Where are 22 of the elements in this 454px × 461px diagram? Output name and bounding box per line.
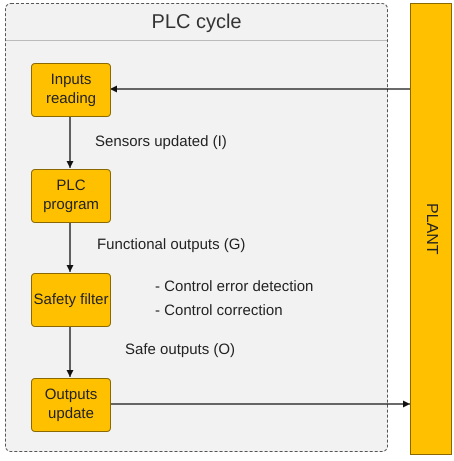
note-text: - Control correction (155, 302, 283, 319)
box-label: Outputs update (44, 386, 98, 424)
box-label: PLC program (42, 177, 100, 215)
note-text: - Control error detection (155, 278, 314, 295)
arrow (110, 86, 410, 92)
box-label: Safety filter (33, 290, 109, 310)
plant-bar (410, 3, 452, 455)
box-label: Inputs reading (44, 71, 98, 109)
plant-label: PLANT (422, 203, 440, 255)
arrow (66, 326, 74, 377)
arrow (110, 400, 410, 408)
edge-label: Functional outputs (G) (97, 236, 246, 253)
process-box (31, 378, 111, 432)
arrow (66, 116, 74, 168)
dashed-container (5, 3, 388, 452)
process-box (31, 273, 111, 327)
arrow (66, 222, 74, 272)
edge-label: Sensors updated (I) (95, 133, 227, 150)
edge-label: Safe outputs (O) (125, 341, 236, 358)
process-box (31, 63, 111, 117)
container-title: PLC cycle (6, 4, 387, 41)
process-box (31, 169, 111, 223)
